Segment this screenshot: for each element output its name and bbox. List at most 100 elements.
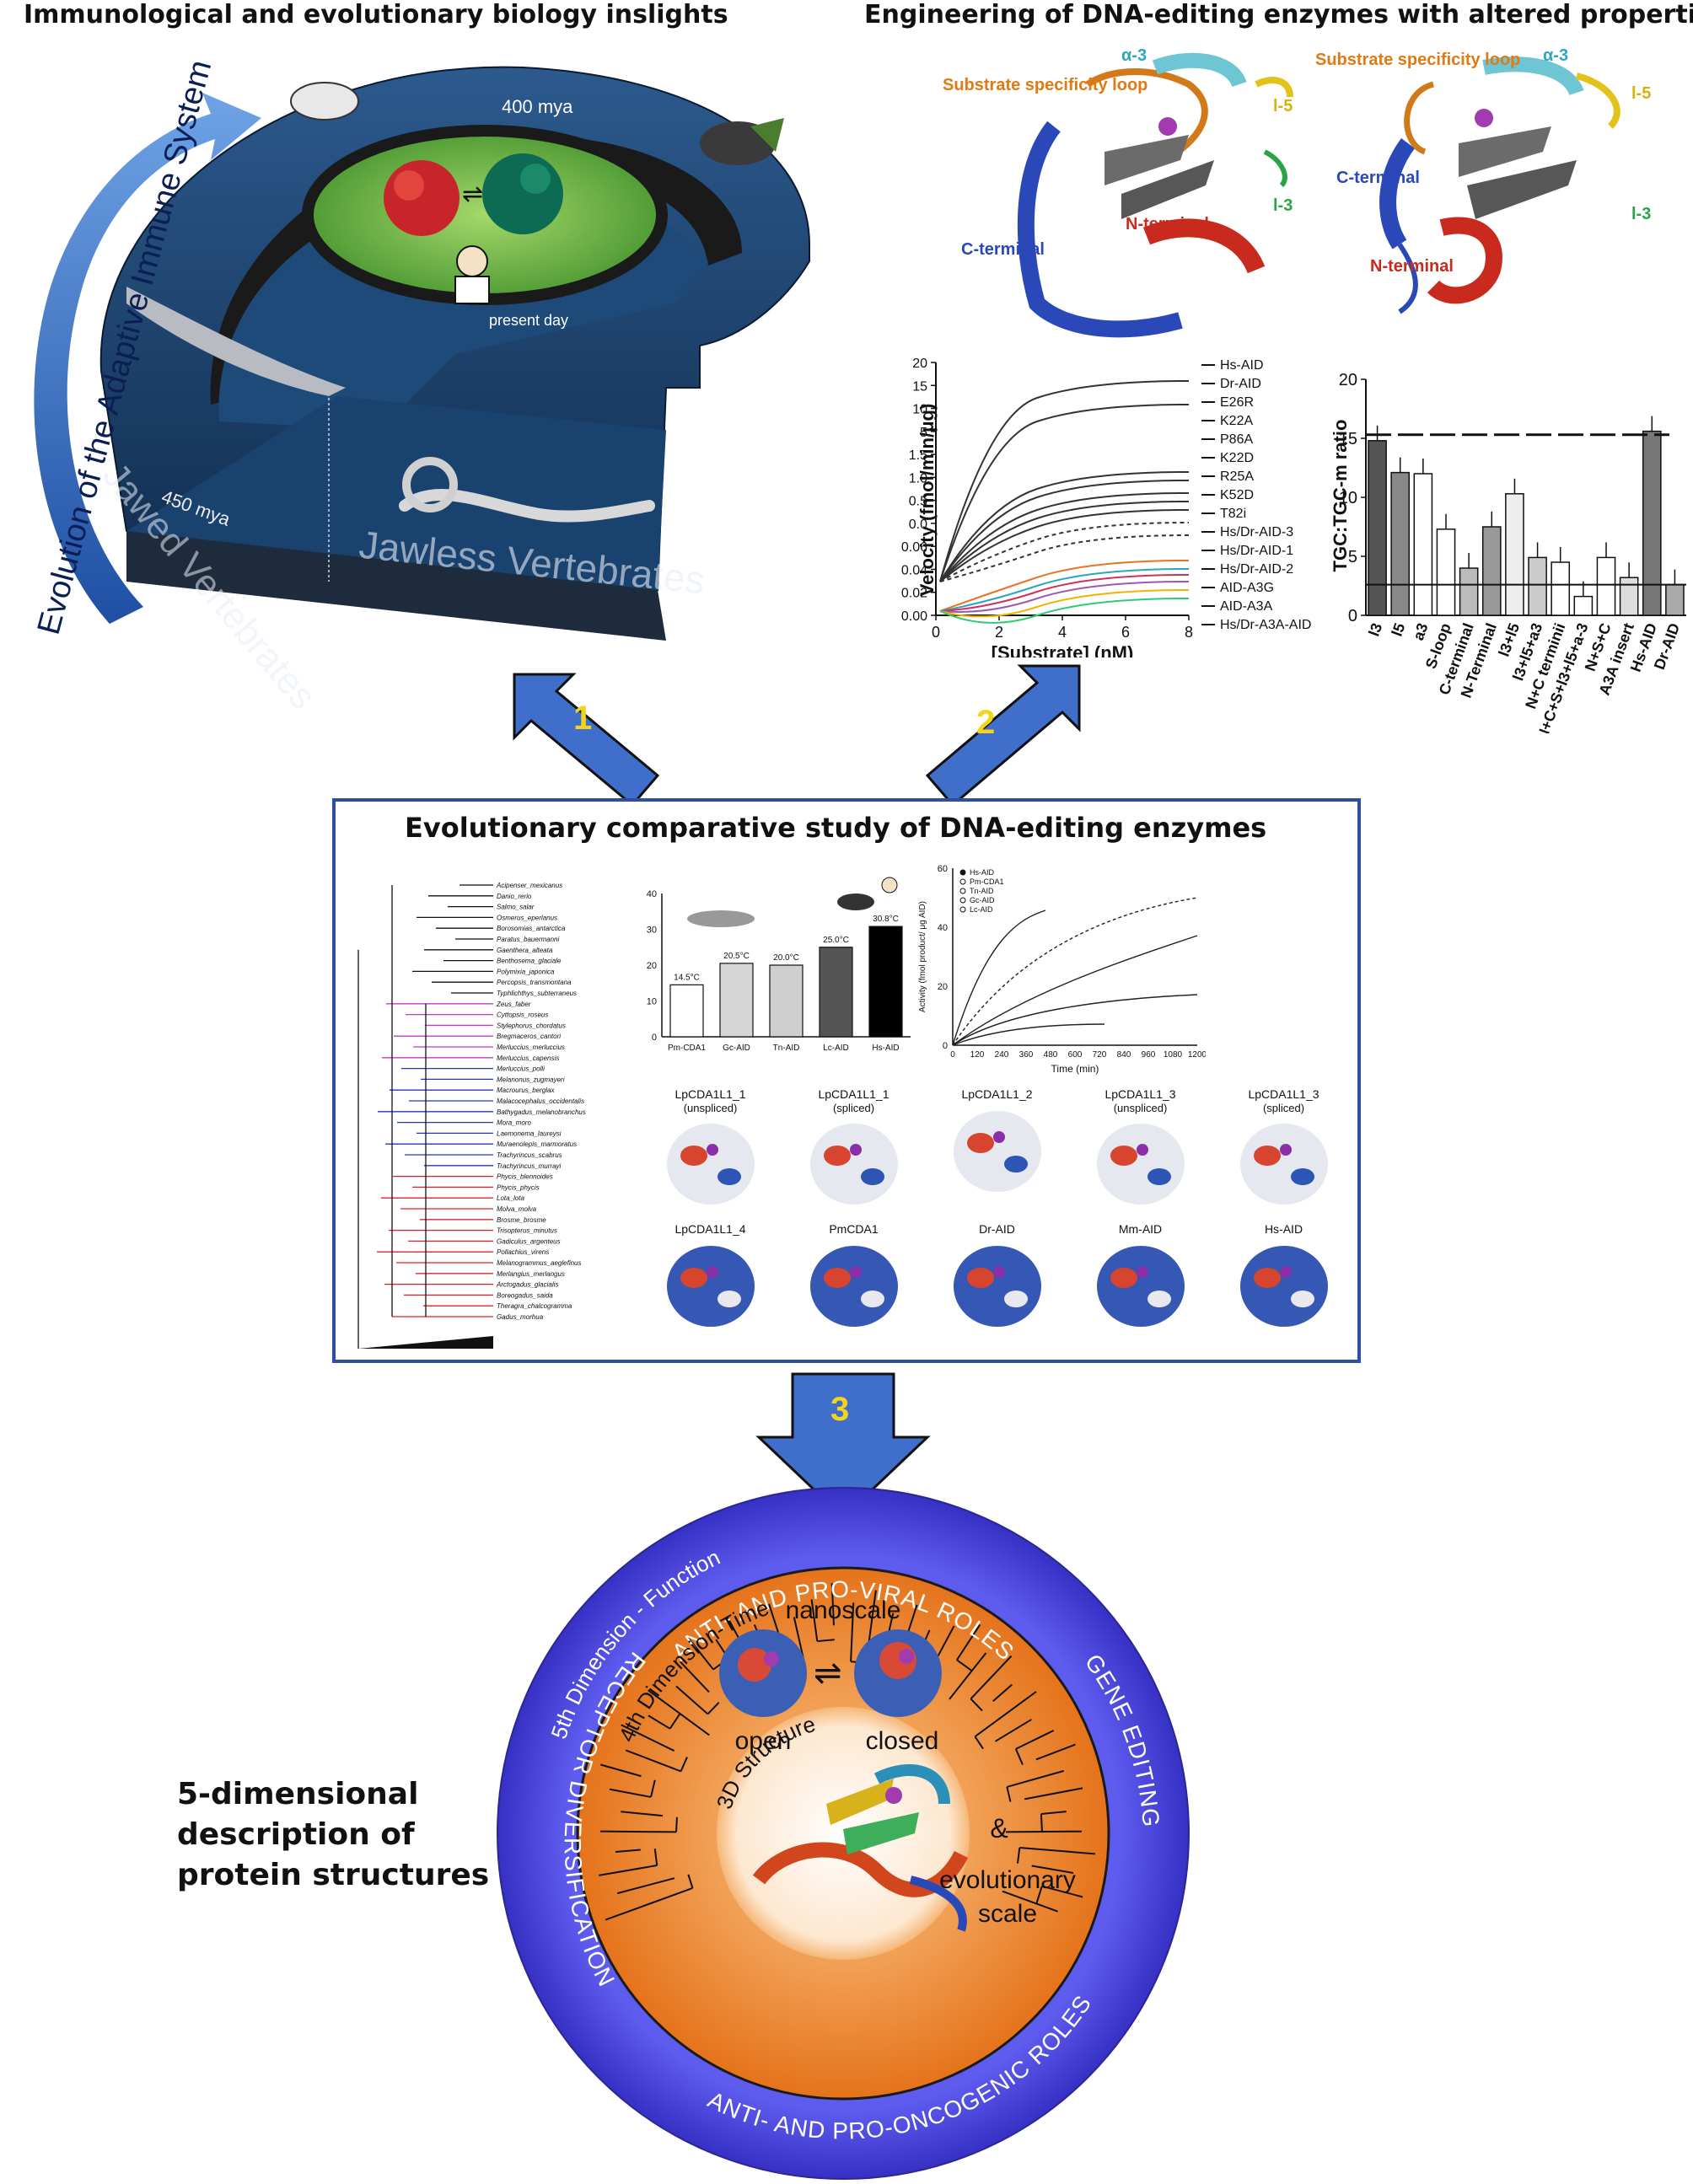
circle-tree-branch (1031, 1865, 1074, 1874)
surface-zinc-site (849, 1266, 862, 1278)
surface-cell: Dr-AID (927, 1222, 1067, 1353)
surface-patch-positive (1290, 1168, 1314, 1185)
velocity-series-line (939, 589, 1190, 618)
tgc-ytick-label: 5 (1348, 548, 1357, 566)
velocity-xtick-label: 0 (932, 624, 940, 641)
temp-bar (819, 947, 853, 1038)
tgc-bar (1573, 595, 1594, 616)
activity-xlabel: Time (min) (1051, 1063, 1099, 1075)
surface-patch-positive (860, 1168, 884, 1185)
circle-tree-join (1006, 1786, 1012, 1802)
circle-tree-branch (1007, 1769, 1064, 1788)
tree-tip-label: Muraenolepis_marmoratus (497, 1140, 577, 1148)
tgc-bar (1551, 561, 1571, 616)
surface-cell: Hs-AID (1214, 1222, 1353, 1353)
velocity-ytick-label: 15 (912, 379, 927, 394)
arrow-1 (513, 673, 660, 808)
l3-label-left: l-3 (1273, 196, 1293, 215)
velocity-legend-label: K52D (1220, 488, 1254, 502)
tree-tip-label: Arctogadus_glacialis (496, 1281, 558, 1289)
velocity-ylabel: Velocity (fmol/min/μg) (916, 403, 938, 597)
velocity-legend-label: R25A (1220, 470, 1254, 484)
surface-label: LpCDA1L1_1 (818, 1087, 889, 1101)
temp-ytick-label: 10 (647, 997, 657, 1007)
velocity-ytick-label: 5 (920, 426, 927, 440)
temp-ytick-label: 0 (652, 1033, 657, 1043)
circle-tree-join (956, 1659, 973, 1672)
activity-series-line (952, 910, 1046, 1046)
activity-xtick-label: 240 (995, 1050, 1009, 1060)
circle-tree-branch (1002, 1890, 1058, 1913)
surface-grid: LpCDA1L1_1(unspliced)LpCDA1L1_1(spliced)… (641, 1087, 1357, 1357)
five-dimension-circle: ⇌ ANTI- AND PRO-VIRAL ROLES GENE EDITING… (497, 1487, 1190, 2180)
circle-tree-branch (679, 1661, 710, 1693)
surface-zinc-site (706, 1266, 718, 1278)
surface-zinc-site (1279, 1266, 1292, 1278)
era-500: 500 mya (447, 620, 551, 650)
circle-tree-branch (992, 1683, 1013, 1703)
activity-legend-label: Pm-CDA1 (970, 877, 1004, 886)
protein-structure-left (1017, 52, 1293, 338)
velocity-legend-label: Hs/Dr-AID-2 (1220, 562, 1293, 577)
activity-legend-label: Lc-AID (970, 905, 993, 914)
tree-tip-label: Laemonema_laureysi (497, 1130, 562, 1137)
temp-category-label: Tn-AID (773, 1044, 800, 1053)
svg-text:⇌: ⇌ (462, 180, 483, 208)
tgc-bar (1596, 556, 1616, 616)
circle-tree-join (669, 1713, 681, 1730)
tgc-bar (1642, 430, 1662, 616)
temp-category-label: Hs-AID (872, 1044, 899, 1053)
velocity-series-line (939, 480, 1190, 582)
surface-label: Dr-AID (979, 1222, 1015, 1236)
temperature-bar-chart: 40302010014.5°CPm-CDA120.5°CGc-AID20.0°C… (647, 877, 911, 1053)
velocity-series-line (939, 598, 1190, 624)
surface-patch-negative (823, 1146, 851, 1166)
activity-legend-marker (959, 878, 966, 885)
ssl-label-left: Substrate specificity loop (943, 76, 1148, 94)
circle-tree-join (707, 1702, 720, 1715)
surface-zinc-site (992, 1131, 1005, 1143)
tgc-bar (1413, 473, 1433, 616)
circle-tree-branch (686, 1635, 714, 1671)
velocity-series-line (939, 492, 1190, 582)
circle-tree-branch (1015, 1730, 1055, 1750)
spiral-illustration: ⇌ (34, 66, 810, 641)
tgc-category-label: l3 (1365, 621, 1385, 639)
red-protein-blob (384, 160, 460, 236)
velocity-ytick-label: 0.04 (901, 563, 927, 577)
surface-body (953, 1111, 1041, 1192)
surface-label: PmCDA1 (829, 1222, 879, 1236)
surface-cell: PmCDA1 (784, 1222, 923, 1353)
surface-label: LpCDA1L1_2 (961, 1087, 1033, 1101)
temp-value-label: 20.5°C (723, 952, 750, 961)
temp-bar (719, 963, 754, 1038)
circle-tree-join (650, 1779, 656, 1798)
circle-tree-branch (956, 1623, 981, 1661)
activity-ytick-label: 60 (938, 864, 948, 874)
velocity-legend-label: K22A (1220, 414, 1253, 428)
surface-zinc-site (1279, 1144, 1292, 1156)
circle-tree-join (974, 1736, 984, 1750)
circle-tree-branch (1005, 1830, 1082, 1833)
velocity-legend-label: Hs-AID (1220, 358, 1264, 373)
green-protein-blob (482, 153, 563, 234)
scientist-icon (881, 877, 898, 893)
tree-tip-label: Zeus_faber (496, 1001, 531, 1008)
activity-series-line (952, 897, 1198, 1046)
velocity-legend-label: AID-A3A (1220, 599, 1273, 614)
surface-patch-positive (860, 1291, 884, 1307)
surface-cell: LpCDA1L1_1(spliced) (784, 1087, 923, 1218)
present-day-disk (302, 125, 668, 305)
tree-tip-label: Cyttopsis_roseus (497, 1012, 548, 1019)
surface-model (953, 1246, 1041, 1327)
circle-tree-branch (1040, 1811, 1067, 1816)
tree-tip-label: Mora_moro (497, 1119, 531, 1127)
surface-model (1096, 1246, 1185, 1327)
circle-tree-branch (621, 1811, 664, 1817)
surface-patch-negative (1110, 1268, 1137, 1288)
velocity-xtick-label: 8 (1185, 624, 1193, 641)
velocity-series-line (939, 581, 1190, 613)
surface-model (1096, 1124, 1185, 1205)
tgc-ylabel: TGC:TGC-m ratio (1330, 419, 1351, 572)
velocity-legend-label: Hs/Dr-A3A-AID (1220, 618, 1311, 632)
